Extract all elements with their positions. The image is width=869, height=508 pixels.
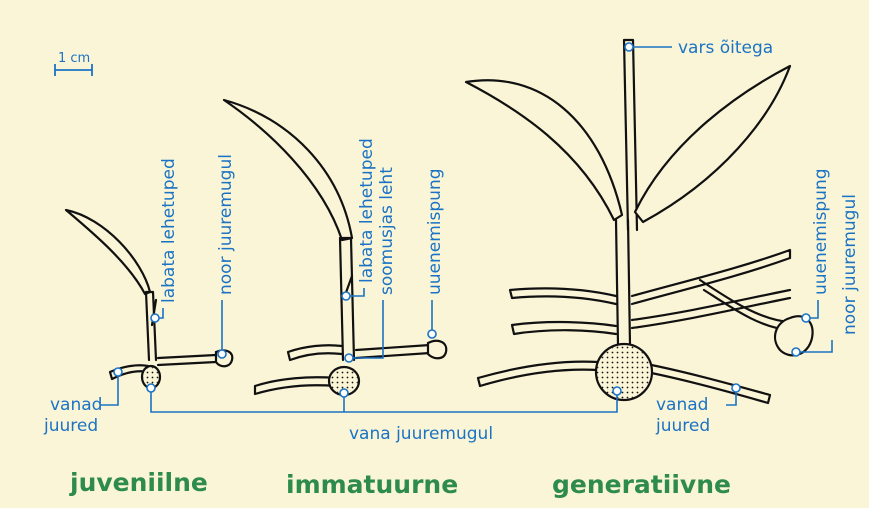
stage-generative: generatiivne — [552, 470, 731, 499]
plant-generative — [466, 40, 813, 403]
label-juured-left: juured — [43, 416, 98, 436]
label-vana-juuremugul: vana juuremugul — [349, 424, 493, 444]
plant-juvenile — [66, 210, 232, 388]
label-noor-juuremugul-generative: noor juuremugul — [840, 194, 860, 335]
label-vanad-left: vanad — [50, 395, 102, 415]
label-labata-lehetuped-immature: labata lehetuped — [357, 138, 377, 283]
label-juured-right: juured — [655, 416, 710, 436]
stage-immature: immatuurne — [286, 470, 458, 499]
label-uuenemispung-generative: uuenemispung — [811, 168, 831, 295]
stage-names: juveniilne immatuurne generatiivne — [69, 468, 731, 499]
label-vanad-right: vanad — [656, 395, 708, 415]
stage-juvenile: juveniilne — [69, 468, 208, 497]
leaf-generative-right — [635, 66, 790, 222]
plant-immature — [224, 100, 446, 395]
label-vars-oitega: vars õitega — [678, 38, 773, 58]
label-labata-lehetuped-juvenile: labata lehetuped — [159, 158, 179, 303]
label-soomusjas-leht: soomusjas leht — [377, 167, 397, 295]
scale-bar: 1 cm — [55, 51, 92, 76]
leader-lines — [100, 47, 832, 412]
scale-label: 1 cm — [58, 51, 90, 66]
leaf-generative-left — [466, 80, 622, 220]
old-tuber-texture — [597, 345, 651, 399]
leaf-immature — [224, 100, 352, 240]
label-noor-juuremugul-juvenile: noor juuremugul — [216, 154, 236, 295]
label-uuenemispung-immature: uuenemispung — [425, 168, 445, 295]
leaf-juvenile — [66, 210, 150, 294]
